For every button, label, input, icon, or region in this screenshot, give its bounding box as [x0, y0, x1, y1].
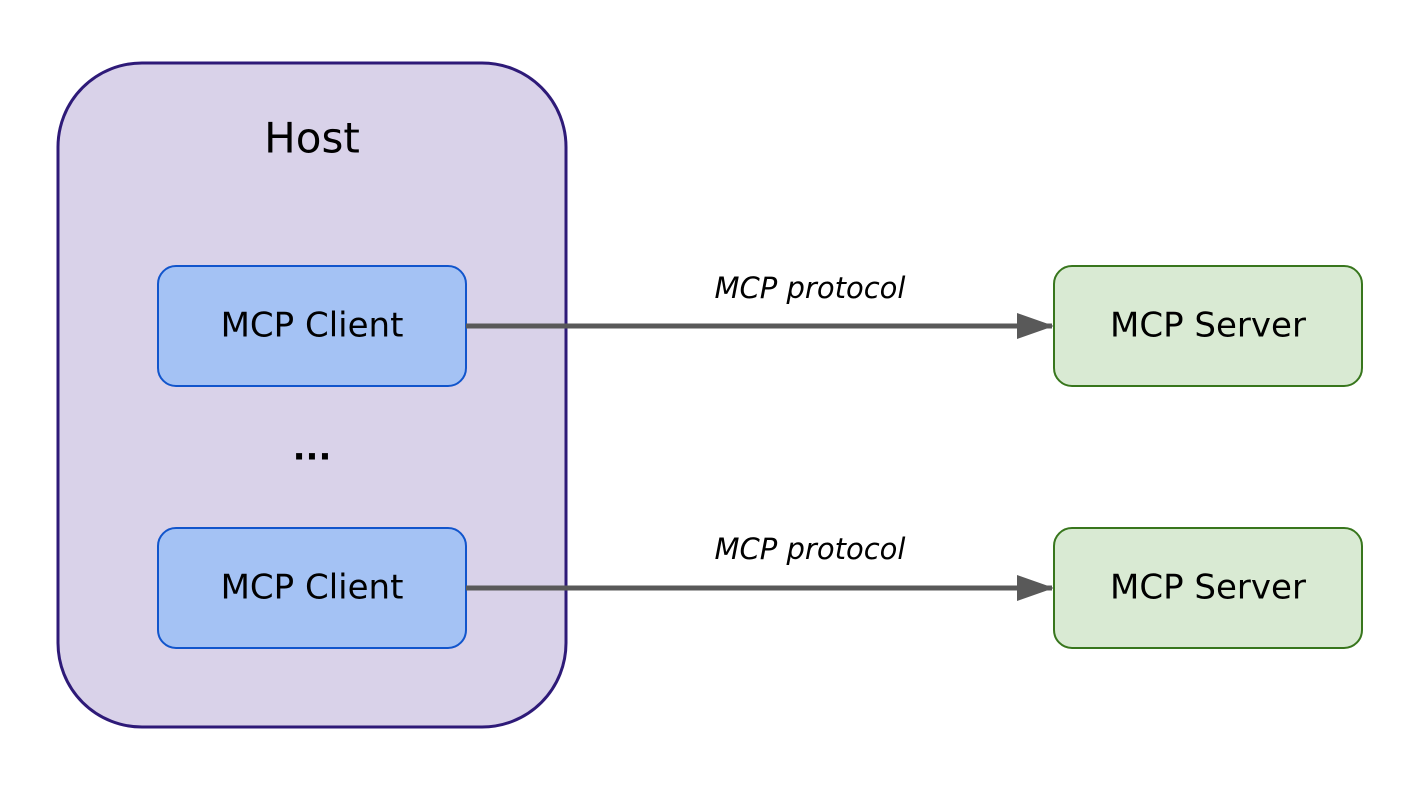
- mcp-server-1: MCP Server: [1053, 265, 1363, 387]
- connection-1-label: MCP protocol: [715, 271, 906, 305]
- mcp-client-1-label: MCP Client: [221, 306, 404, 346]
- connection-1: MCP protocol: [466, 271, 1054, 339]
- connection-2: MCP protocol: [466, 532, 1054, 601]
- connection-2-arrowhead-icon: [1017, 575, 1054, 601]
- mcp-server-2-box: [1053, 527, 1363, 649]
- host-label: Host: [264, 114, 360, 163]
- connection-2-label: MCP protocol: [715, 532, 906, 566]
- mcp-client-1: MCP Client: [157, 265, 467, 387]
- mcp-server-1-label: MCP Server: [1110, 306, 1306, 346]
- mcp-server-2: MCP Server: [1053, 527, 1363, 649]
- connection-1-arrowhead-icon: [1017, 313, 1054, 339]
- mcp-server-2-label: MCP Server: [1110, 568, 1306, 608]
- more-clients-ellipsis: ...: [293, 429, 332, 469]
- mcp-client-2: MCP Client: [157, 527, 467, 649]
- mcp-client-2-label: MCP Client: [221, 568, 404, 608]
- mcp-server-1-box: [1053, 265, 1363, 387]
